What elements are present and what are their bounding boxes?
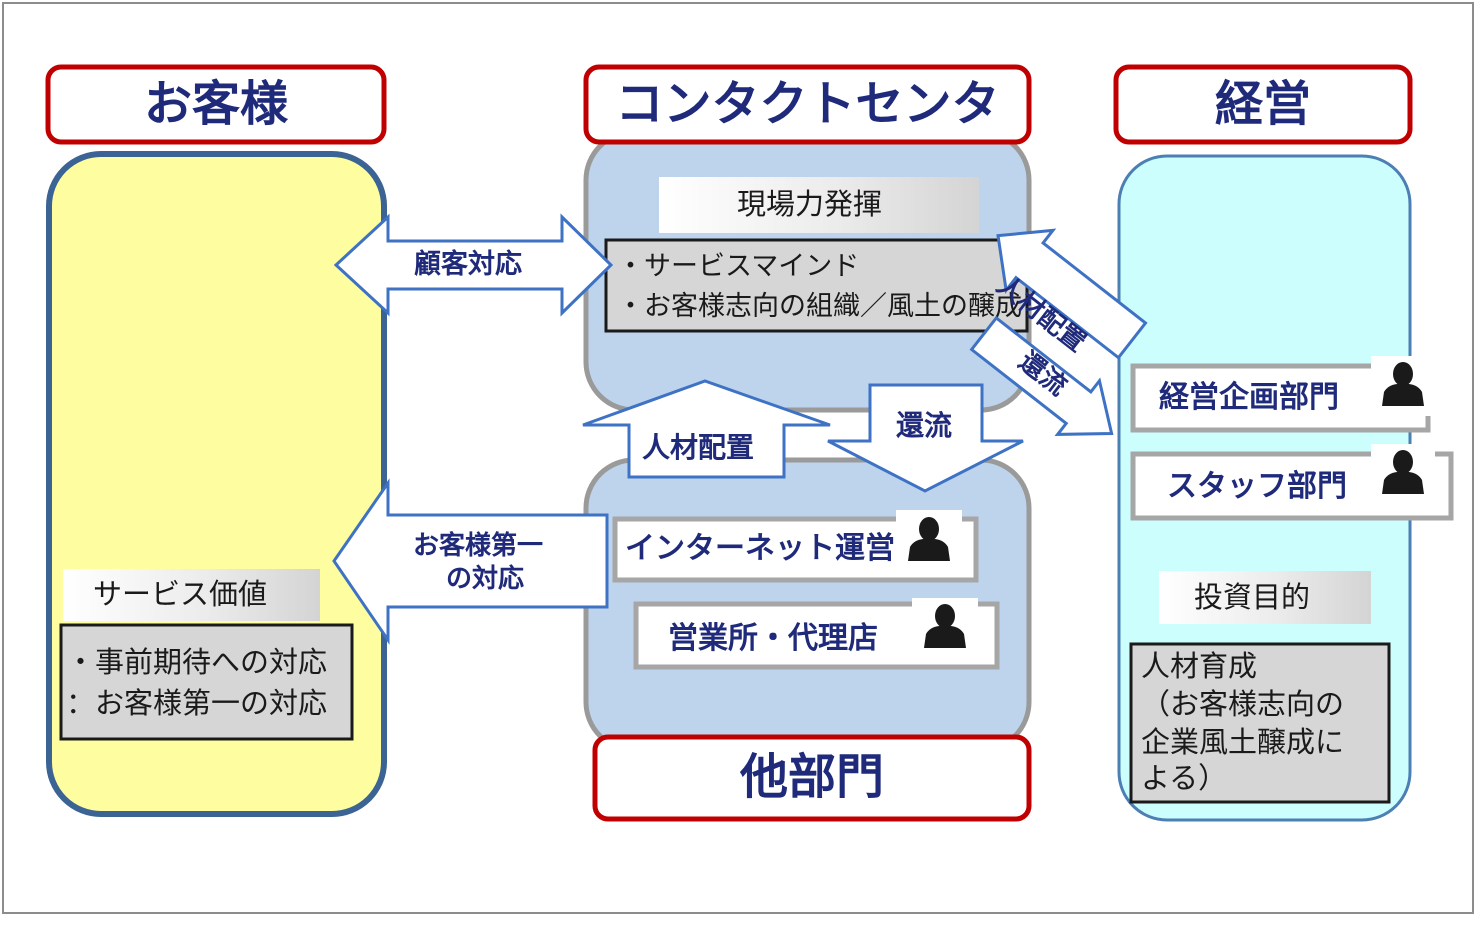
customer-service-label: 顧客対応 [414,249,522,280]
contact-center-content-box [604,238,1029,333]
service-value-title: サービス価値 [93,577,268,611]
customer-header-box [45,64,387,145]
staffing-up-label: 人材配置 [642,431,755,464]
planning-dept-label: 経営企画部門 [1159,380,1339,415]
person-icon [1371,356,1435,416]
center-line-1: ・サービスマインド [617,251,860,282]
internet-ops-label: インターネット運営 [625,531,895,566]
field-power-tag [659,177,979,233]
management-body-line-2: （お客様志向の [1141,687,1345,721]
management-body-line-1: 人材育成 [1141,649,1258,683]
service-value-tag [63,569,320,621]
management-body-line-3: 企業風土醸成に [1141,725,1345,759]
other-depts-header-box [592,734,1032,822]
customer-first-label-2: の対応 [446,564,525,594]
contact-center-header: コンタクトセンタ [615,76,1000,132]
customer-content-box [59,623,354,741]
management-content-box [1129,642,1391,804]
staff-dept-label: スタッフ部門 [1167,469,1347,504]
center-line-2: ・お客様志向の組織／風土の醸成 [617,291,1022,322]
investment-purpose-title: 投資目的 [1194,580,1311,614]
investment-purpose-tag [1159,571,1371,624]
return-diag-arrow [969,315,1114,436]
contact-center-header-box [583,64,1032,145]
person-icon [896,510,962,570]
customer-service-arrow [333,213,614,317]
customer-first-arrow [332,478,609,645]
field-power-title: 現場力発揮 [737,187,883,221]
staffing-up-arrow [582,379,831,479]
return-down-arrow [827,383,1024,493]
diagram-frame [2,2,1474,914]
other-depts-header: 他部門 [739,749,884,805]
management-header: 経営 [1214,76,1311,132]
management-body-line-4: よる） [1141,761,1228,795]
customer-line-1: ・事前期待への対応 [66,645,328,679]
return-down-label: 還流 [896,409,953,442]
customer-header: お客様 [143,76,288,132]
staffing-diag-arrow [996,228,1148,360]
person-icon [912,598,978,656]
customer-first-label-1: お客様第一 [413,531,544,561]
person-icon [1371,444,1435,504]
management-header-box [1113,64,1413,145]
sales-agency-label: 営業所・代理店 [668,621,878,656]
customer-line-2: ：お客様第一の対応 [66,686,328,720]
